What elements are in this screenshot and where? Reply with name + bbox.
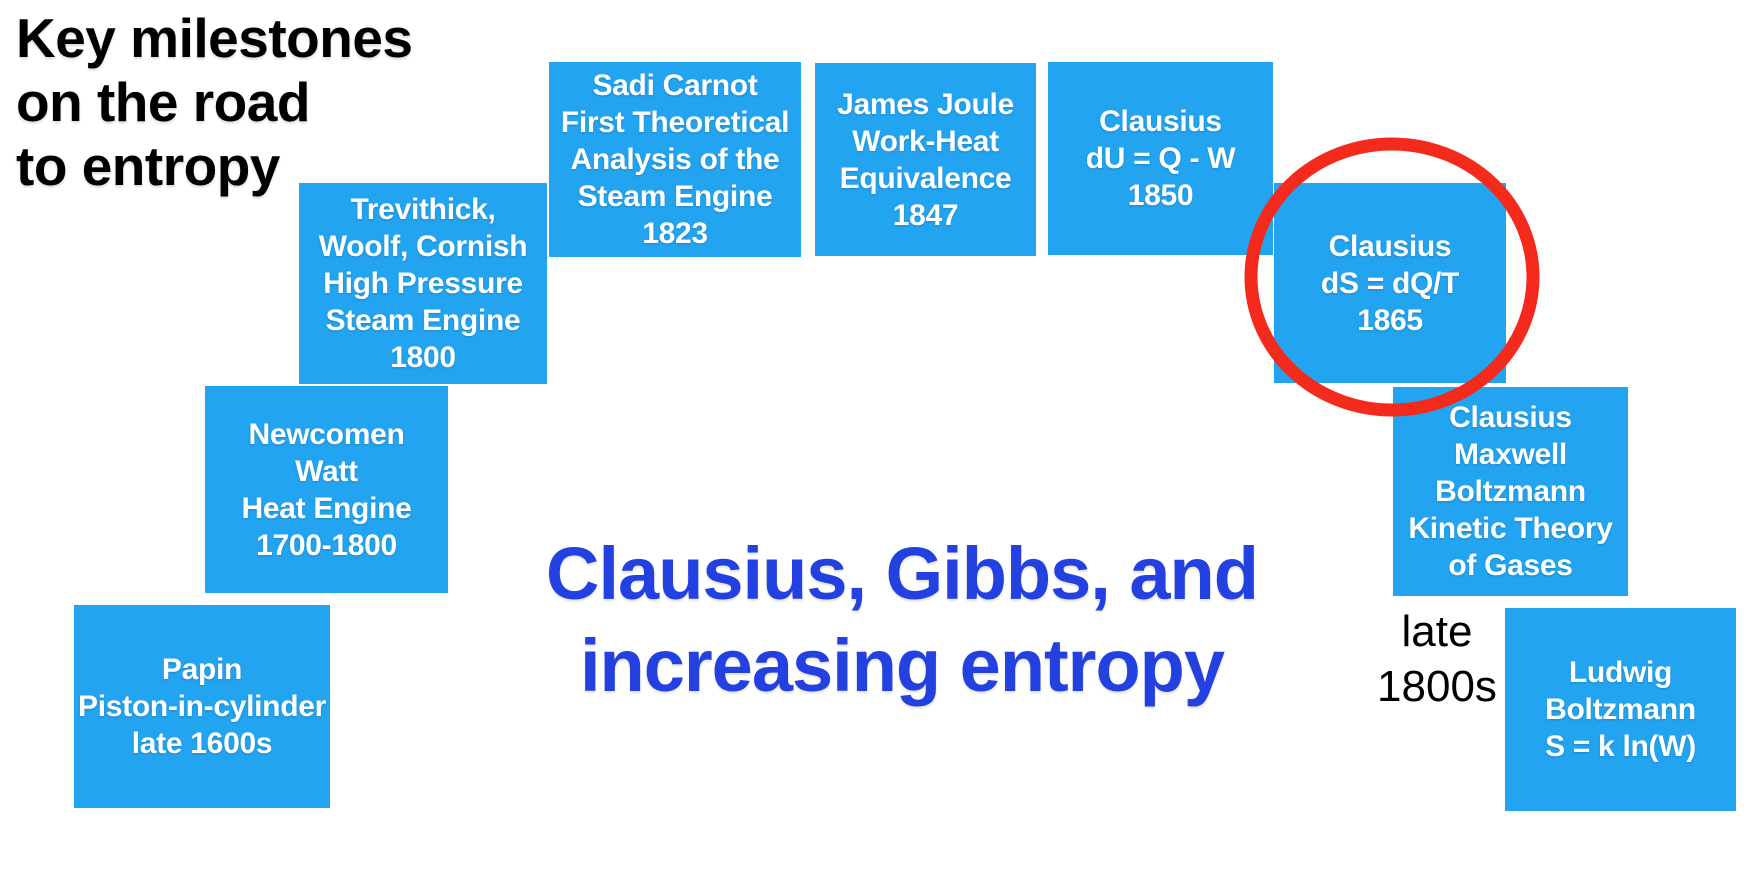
milestone-box-clausius-first-law: Clausius dU = Q - W 1850 (1048, 62, 1273, 255)
milestone-box-sadi-carnot: Sadi Carnot First Theoretical Analysis o… (549, 62, 801, 257)
milestone-box-kinetic-theory: Clausius Maxwell Boltzmann Kinetic Theor… (1393, 387, 1628, 596)
milestone-box-newcomen-watt: Newcomen Watt Heat Engine 1700-1800 (205, 386, 448, 593)
milestone-box-james-joule: James Joule Work-Heat Equivalence 1847 (815, 63, 1036, 256)
slide-title: Key milestones on the road to entropy (16, 7, 413, 197)
headline: Clausius, Gibbs, and increasing entropy (546, 532, 1259, 707)
milestone-box-clausius-entropy: Clausius dS = dQ/T 1865 (1274, 183, 1506, 383)
milestone-box-trevithick: Trevithick, Woolf, Cornish High Pressure… (299, 183, 547, 384)
milestone-box-ludwig-boltzmann: Ludwig Boltzmann S = k ln(W) (1505, 608, 1736, 811)
era-label-late-1800s: late 1800s (1377, 607, 1497, 711)
milestone-box-papin: Papin Piston-in-cylinder late 1600s (74, 605, 330, 808)
